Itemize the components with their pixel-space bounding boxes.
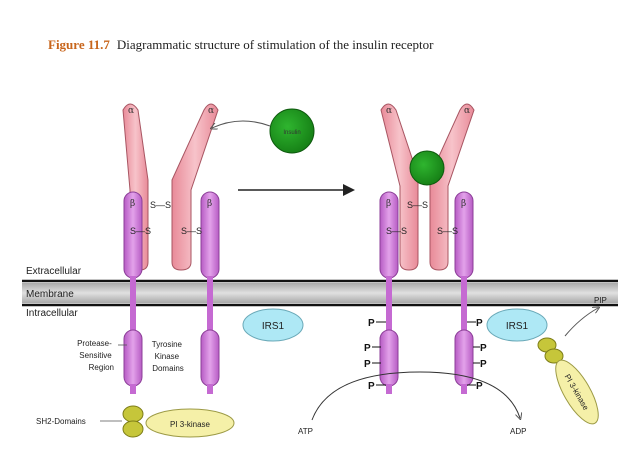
- alpha-subunit-right: [171, 103, 219, 271]
- atp-adp-arrow: [311, 371, 520, 420]
- adp-label: ADP: [510, 427, 526, 436]
- active-receptor: α α β β S—S S—S S—S: [379, 103, 475, 394]
- sh2-domain-lower: [122, 420, 144, 438]
- figure-number: Figure 11.7: [48, 37, 110, 52]
- phospho-left-4: P: [368, 381, 375, 392]
- active-disulfide-right: S—S: [437, 226, 458, 236]
- kinase-domain-left: [123, 329, 143, 387]
- active-alpha-subunit-right: [429, 103, 475, 271]
- disulfide-bond-left: S—S: [130, 226, 151, 236]
- active-disulfide-top: S—S: [407, 200, 428, 210]
- intracellular-label: Intracellular: [26, 308, 78, 319]
- tail-right: [207, 384, 213, 394]
- tail-left: [130, 384, 136, 394]
- bound-insulin: [409, 150, 445, 186]
- phospho-right-1: P: [476, 318, 483, 329]
- active-tail-right: [461, 384, 467, 394]
- pip-arrow: [564, 308, 598, 337]
- pi3k-right: [555, 359, 599, 425]
- extracellular-label: Extracellular: [26, 266, 82, 277]
- pip-label: PIP: [594, 296, 607, 305]
- figure-title: Figure 11.7 Diagrammatic structure of sti…: [48, 37, 434, 52]
- insulin-molecule: [269, 108, 315, 154]
- active-alpha-label-right: α: [464, 106, 470, 116]
- phospho-right-2: P: [480, 343, 487, 354]
- kinase-domain-right: [200, 329, 220, 387]
- sh2-domain-upper: [122, 405, 144, 423]
- irs1-right-label: IRS1: [506, 321, 529, 332]
- inactive-receptor: α α β β S—S S—S S—S: [122, 103, 220, 394]
- membrane-label: Membrane: [26, 289, 74, 300]
- phospho-right-3: P: [480, 359, 487, 370]
- phospho-left-1: P: [368, 318, 375, 329]
- beta-label-left: β: [130, 199, 135, 209]
- phospho-right-4: P: [476, 381, 483, 392]
- beta-label-right: β: [207, 199, 212, 209]
- active-transmembrane-right: [461, 276, 467, 332]
- active-alpha-subunit-left: [380, 103, 419, 271]
- active-tail-left: [386, 384, 392, 394]
- transmembrane-right: [207, 276, 213, 332]
- pi3k-left: [145, 408, 235, 438]
- atp-label: ATP: [298, 427, 313, 436]
- transmembrane-left: [130, 276, 136, 332]
- insulin-label: Insulin: [283, 130, 300, 136]
- phospho-left-3: P: [364, 359, 371, 370]
- active-kinase-domain-left: [379, 329, 399, 387]
- pi3k-left-label: PI 3-kinase: [170, 420, 211, 429]
- active-beta-label-left: β: [386, 199, 391, 209]
- sh2-domain-right-lower: [544, 348, 564, 364]
- pi3k-right-group: PI 3-kinase: [555, 359, 599, 425]
- active-alpha-label-left: α: [386, 106, 392, 116]
- alpha-label-left: α: [128, 106, 134, 116]
- active-beta-label-right: β: [461, 199, 466, 209]
- tyrosine-kinase-label: Tyrosine Kinase Domains: [152, 340, 184, 373]
- sh2-label: SH2-Domains: [36, 417, 86, 426]
- disulfide-bond-right: S—S: [181, 226, 202, 236]
- irs1-left-label: IRS1: [262, 321, 285, 332]
- alpha-label-right: α: [208, 106, 214, 116]
- protease-label: Protease- Sensitive Region: [77, 339, 114, 372]
- disulfide-bond-top: S—S: [150, 200, 171, 210]
- phospho-left-2: P: [364, 343, 371, 354]
- active-transmembrane-left: [386, 276, 392, 332]
- insulin-binding-arrow: [212, 120, 271, 128]
- irs1-right: [486, 308, 548, 342]
- membrane-band: [22, 283, 618, 303]
- active-disulfide-left: S—S: [386, 226, 407, 236]
- figure-caption: Diagrammatic structure of stimulation of…: [117, 37, 434, 52]
- irs1-left: [242, 308, 304, 342]
